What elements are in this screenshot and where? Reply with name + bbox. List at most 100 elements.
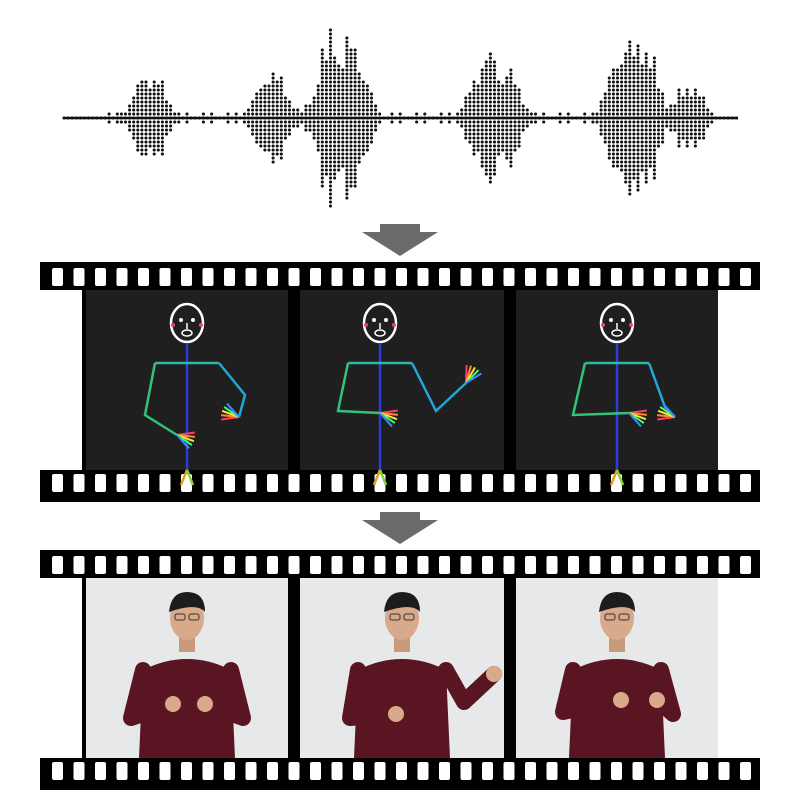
waveform-dot xyxy=(464,100,468,104)
waveform-dot xyxy=(472,88,476,92)
waveform-dot xyxy=(480,136,484,140)
waveform-dot xyxy=(349,56,353,60)
waveform-dot xyxy=(263,112,267,116)
waveform-dot xyxy=(509,120,513,124)
waveform-dot xyxy=(267,140,271,144)
waveform-dot xyxy=(505,116,509,120)
waveform-dot xyxy=(636,76,640,80)
waveform-dot xyxy=(554,116,558,120)
waveform-dot xyxy=(345,192,349,196)
waveform-dot xyxy=(464,124,468,128)
waveform-dot xyxy=(132,104,136,108)
waveform-dot xyxy=(275,148,279,152)
waveform-dot xyxy=(472,120,476,124)
waveform-dot xyxy=(644,84,648,88)
waveform-dot xyxy=(648,68,652,72)
sprocket-hole xyxy=(503,762,515,780)
waveform-dot xyxy=(624,140,628,144)
waveform-dot xyxy=(628,128,632,132)
waveform-dot xyxy=(312,96,316,100)
waveform-dot xyxy=(505,88,509,92)
waveform-dot xyxy=(164,100,169,104)
waveform-dot xyxy=(636,140,640,144)
glasses-icon xyxy=(604,613,616,621)
sprocket-hole xyxy=(589,762,601,780)
waveform-dot xyxy=(652,128,656,132)
waveform-dot xyxy=(197,116,201,120)
waveform-dot xyxy=(484,88,488,92)
waveform-dot xyxy=(148,116,152,120)
waveform-dot xyxy=(123,112,128,116)
waveform-dot xyxy=(271,104,275,108)
waveform-dot xyxy=(210,112,214,116)
waveform-dot xyxy=(640,104,644,108)
waveform-dot xyxy=(505,100,509,104)
waveform-dot xyxy=(283,100,287,104)
audio-waveform-icon xyxy=(62,28,738,208)
waveform-dot xyxy=(628,172,632,176)
waveform-dot xyxy=(652,68,656,72)
waveform-dot xyxy=(156,84,160,88)
waveform-dot xyxy=(624,120,628,124)
waveform-dot xyxy=(607,132,611,136)
waveform-dot xyxy=(279,108,283,112)
waveform-dot xyxy=(152,100,156,104)
waveform-dot xyxy=(607,140,611,144)
waveform-dot xyxy=(472,96,476,100)
waveform-dot xyxy=(275,140,279,144)
waveform-dot xyxy=(279,124,283,128)
waveform-dot xyxy=(488,136,492,140)
sprocket-hole xyxy=(632,762,644,780)
waveform-dot xyxy=(308,112,312,116)
waveform-dot xyxy=(324,108,328,112)
waveform-dot xyxy=(652,100,656,104)
waveform-dot xyxy=(468,132,472,136)
waveform-dot xyxy=(636,180,640,184)
waveform-dot xyxy=(275,92,279,96)
waveform-dot xyxy=(492,140,497,144)
glasses-icon xyxy=(389,613,401,621)
waveform-dot xyxy=(652,60,656,64)
waveform-dot xyxy=(513,92,517,96)
waveform-dot xyxy=(160,152,164,156)
waveform-dot xyxy=(320,176,324,180)
waveform-dot xyxy=(636,152,640,156)
waveform-dot xyxy=(648,92,652,96)
waveform-dot xyxy=(324,120,328,124)
pose-mouth xyxy=(374,329,386,337)
waveform-dot xyxy=(620,88,624,92)
waveform-dot xyxy=(263,108,267,112)
waveform-dot xyxy=(316,144,320,148)
waveform-dot xyxy=(681,124,685,128)
waveform-dot xyxy=(620,152,624,156)
waveform-dot xyxy=(460,116,464,120)
sprocket-hole xyxy=(224,556,235,574)
waveform-dot xyxy=(640,160,644,164)
waveform-dot xyxy=(480,104,484,108)
waveform-dot xyxy=(320,128,324,132)
waveform-dot xyxy=(337,156,341,160)
sprocket-hole xyxy=(202,762,214,780)
waveform-dot xyxy=(328,204,333,208)
sprocket-hole xyxy=(159,556,171,574)
waveform-dot xyxy=(488,168,492,172)
waveform-dot xyxy=(484,128,488,132)
waveform-dot xyxy=(468,124,472,128)
sprocket-hole xyxy=(460,268,472,286)
waveform-dot xyxy=(636,164,640,168)
waveform-dot xyxy=(677,144,681,148)
waveform-dot xyxy=(337,116,341,120)
waveform-dot xyxy=(636,116,640,120)
waveform-dot xyxy=(349,124,353,128)
waveform-dot xyxy=(652,124,656,128)
waveform-dot xyxy=(357,112,361,116)
waveform-dot xyxy=(464,136,468,140)
waveform-dot xyxy=(509,100,513,104)
waveform-dot xyxy=(488,88,492,92)
waveform-dot xyxy=(324,152,328,156)
waveform-dot xyxy=(320,80,324,84)
waveform-dot xyxy=(652,92,656,96)
waveform-dot xyxy=(603,108,607,112)
waveform-dot xyxy=(320,116,324,120)
waveform-dot xyxy=(341,104,345,108)
